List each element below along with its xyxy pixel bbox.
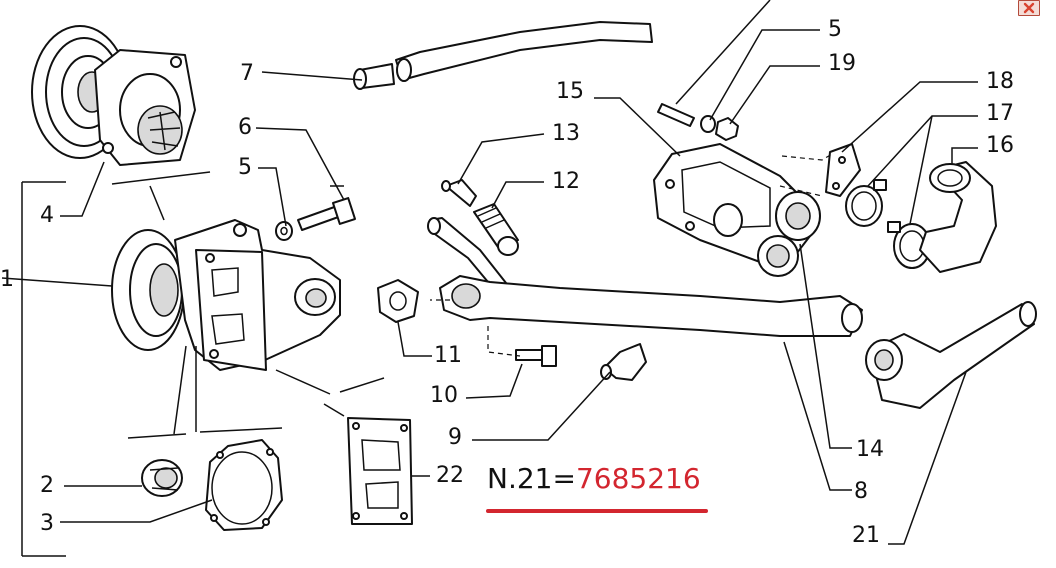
part-22-gasket-plate xyxy=(347,417,413,525)
callout-4: 4 xyxy=(40,203,54,228)
callout-8: 8 xyxy=(854,479,868,504)
part-stud xyxy=(657,103,695,127)
callout-3: 3 xyxy=(40,511,54,536)
note-part-number: 7685216 xyxy=(575,462,701,495)
callout-10: 10 xyxy=(430,383,458,408)
part-18-bracket xyxy=(825,143,861,197)
callout-2: 2 xyxy=(40,473,54,498)
close-icon xyxy=(1023,2,1035,14)
callout-14: 14 xyxy=(856,437,884,462)
close-button[interactable] xyxy=(1018,0,1040,16)
callout-11: 11 xyxy=(434,343,462,368)
part-number-note: N.21=7685216 xyxy=(487,462,701,496)
part-5-washer xyxy=(275,221,293,241)
part-12-switch xyxy=(473,203,519,256)
callout-5-right: 5 xyxy=(828,17,842,42)
part-8-pipe xyxy=(439,275,863,337)
part-10-screw xyxy=(515,345,557,367)
part-5-washer-upper xyxy=(700,115,716,133)
part-11-flange-gasket xyxy=(377,279,419,323)
callout-13: 13 xyxy=(552,121,580,146)
callout-6: 6 xyxy=(238,115,252,140)
part-6-bolt xyxy=(297,197,357,231)
part-13-sensor xyxy=(441,179,477,207)
note-underline xyxy=(486,509,708,513)
callout-7: 7 xyxy=(240,61,254,86)
callout-22: 22 xyxy=(436,463,464,488)
note-prefix: N.21= xyxy=(487,462,576,495)
part-3-gasket xyxy=(205,439,283,531)
callout-16: 16 xyxy=(986,133,1014,158)
part-21-outlet-pipe xyxy=(865,301,1037,409)
part-17-clamp-upper xyxy=(845,179,887,227)
part-19-nut xyxy=(715,117,739,141)
dashed-assembly-lines xyxy=(430,153,833,357)
callout-5-left: 5 xyxy=(238,155,252,180)
callout-labels: 1 2 3 4 5 6 7 13 12 11 10 9 15 5 19 18 1… xyxy=(0,17,1014,548)
part-16-hose-elbow xyxy=(919,161,997,273)
leader-lines xyxy=(1,0,978,557)
callout-19: 19 xyxy=(828,51,856,76)
callout-21: 21 xyxy=(852,523,880,548)
part-4-water-pump-assembly xyxy=(31,25,196,166)
part-2-hub xyxy=(141,459,183,497)
part-15-thermostat-housing xyxy=(653,143,821,277)
part-1-pump-body xyxy=(111,219,341,371)
part-7-hose xyxy=(353,21,653,90)
callout-12: 12 xyxy=(552,169,580,194)
callout-1: 1 xyxy=(0,267,14,292)
part-9-bleed-screw xyxy=(600,343,647,381)
callout-15: 15 xyxy=(556,79,584,104)
callout-9: 9 xyxy=(448,425,462,450)
callout-18: 18 xyxy=(986,69,1014,94)
callout-17: 17 xyxy=(986,101,1014,126)
